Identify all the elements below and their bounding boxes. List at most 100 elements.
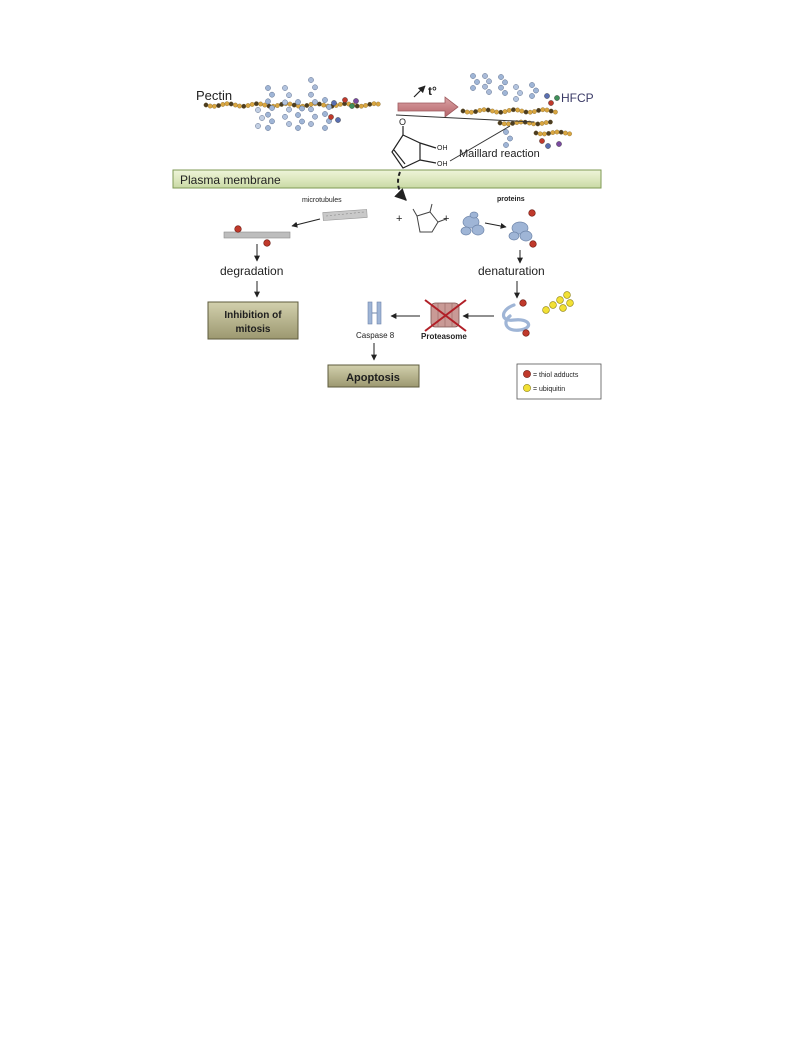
pectin-backbone-unit: [363, 103, 368, 108]
pectin-backbone-unit: [207, 103, 213, 109]
side-chain-sugar: [322, 97, 328, 103]
hfcp-backbone-c-unit: [546, 131, 551, 136]
hfcp-backbone-b-unit: [506, 121, 511, 127]
maillard-line-lower: [449, 125, 511, 162]
hfcp-backbone-a-unit: [536, 108, 541, 113]
uptake-arrow: [394, 171, 407, 201]
microtubules-label: microtubules: [302, 197, 342, 204]
substituent-sugar: [342, 97, 348, 103]
side-chain-sugar: [470, 85, 476, 91]
legend-thiol-swatch: [523, 370, 531, 378]
side-chain-sugar: [286, 92, 292, 99]
side-chain-sugar: [529, 93, 535, 99]
protein-modification-arrow: [484, 222, 507, 229]
pectin-backbone-unit: [371, 101, 377, 107]
side-chain-sugar: [470, 73, 476, 79]
pectin-backbone-unit: [317, 101, 322, 107]
pectin-backbone-unit: [354, 103, 360, 109]
side-chain-sugar: [322, 111, 328, 117]
caspase-8-icon: [367, 301, 382, 325]
hfcp-backbone-a-unit: [464, 109, 470, 115]
side-chain-sugar: [282, 99, 288, 106]
hfcp-backbone-b-unit: [497, 120, 503, 126]
side-chain-sugar: [282, 85, 288, 91]
pectin-backbone-unit: [275, 103, 280, 108]
hfcp-backbone-b-unit: [510, 121, 515, 126]
hfcp-backbone-a-unit: [490, 108, 495, 114]
microtubule-intact: [322, 209, 368, 221]
thiol-adduct-mt-1: [234, 225, 242, 233]
hfcp-backbone-b-unit: [548, 119, 553, 125]
inhibition-of-mitosis-box: [207, 301, 299, 340]
side-chain-sugar: [513, 96, 519, 102]
side-chain-sugar: [517, 90, 523, 96]
side-chain-sugar: [255, 107, 261, 113]
side-chain-sugar: [486, 89, 492, 95]
substituent-sugar: [328, 114, 334, 120]
pectin-backbone-unit: [228, 101, 234, 107]
maillard-reaction-label: Maillard reaction: [459, 148, 540, 160]
ubiquitin-unit: [542, 306, 550, 314]
side-chain-sugar: [326, 104, 332, 110]
hfcp-backbone-a-unit: [502, 109, 508, 114]
pectin-backbone-unit: [241, 103, 247, 109]
side-chain-sugar: [312, 84, 318, 91]
ubiquitin-unit: [549, 301, 557, 309]
side-chain-sugar: [308, 77, 314, 83]
side-chain-sugar: [255, 123, 261, 129]
pectin-label: Pectin: [196, 88, 232, 103]
side-chain-sugar: [282, 113, 288, 120]
ketone-o-label: O: [399, 117, 406, 127]
hfcp-backbone-c-unit: [537, 131, 543, 137]
hfcp-backbone-c-unit: [550, 130, 556, 135]
pectin-backbone-unit: [375, 101, 381, 107]
hfcp-backbone-a-unit: [511, 107, 516, 113]
hfcp-backbone-c-unit: [542, 131, 547, 137]
side-chain-sugar: [308, 91, 314, 98]
hfcp-backbone-b-unit: [501, 121, 507, 127]
side-chain-sugar: [482, 73, 488, 79]
legend-ubiquitin-label: = ubiquitin: [533, 386, 565, 393]
pectin-backbone-unit: [220, 102, 226, 107]
oh-bottom-label: OH: [437, 161, 448, 168]
legend-box: [516, 363, 602, 400]
hfcp-backbone-c-unit: [567, 131, 572, 137]
hfcp-backbone-a-unit: [494, 109, 499, 115]
apoptosis-box: [327, 364, 420, 388]
side-chain-sugar: [295, 99, 301, 105]
side-chain-sugar: [299, 105, 305, 112]
ubiquitin-unit: [556, 296, 564, 304]
reductic-acid-molecule: [391, 126, 437, 169]
pectin-backbone-unit: [254, 101, 259, 107]
apoptosis-label: Apoptosis: [346, 372, 400, 384]
degradation-label: degradation: [220, 264, 283, 278]
maillard-line-upper: [395, 114, 535, 123]
pectin-backbone-unit: [304, 103, 310, 108]
ubiquitin-unit: [563, 291, 571, 299]
thiol-adduct-protein-2: [529, 240, 537, 248]
side-chain-sugar: [486, 78, 492, 85]
hfcp-backbone-b-unit: [518, 119, 524, 125]
denaturation-label: denaturation: [478, 264, 545, 278]
hfcp-backbone-a-unit: [498, 109, 504, 115]
side-chain-sugar: [503, 129, 509, 135]
blocked-cross-icon: [424, 299, 467, 332]
side-chain-sugar: [322, 125, 328, 131]
hfcp-backbone-a-unit: [469, 109, 474, 115]
proteins-label: proteins: [497, 196, 525, 203]
plus-sign-1: +: [396, 213, 402, 225]
proteasome-label: Proteasome: [421, 332, 467, 341]
pectin-chain: [203, 77, 381, 131]
unfolded-protein: [501, 303, 531, 332]
substituent-sugar: [548, 100, 554, 106]
pectin-backbone-unit: [224, 101, 230, 107]
oh-top-label: OH: [437, 145, 448, 152]
plus-sign-2: +: [443, 213, 449, 225]
side-chain-sugar: [533, 87, 539, 94]
pectin-backbone-unit: [216, 103, 221, 108]
substituent-sugar: [556, 141, 562, 147]
pectin-backbone-unit: [233, 102, 238, 108]
side-chain-sugar: [513, 84, 519, 90]
hfcp-backbone-a-unit: [544, 107, 550, 113]
